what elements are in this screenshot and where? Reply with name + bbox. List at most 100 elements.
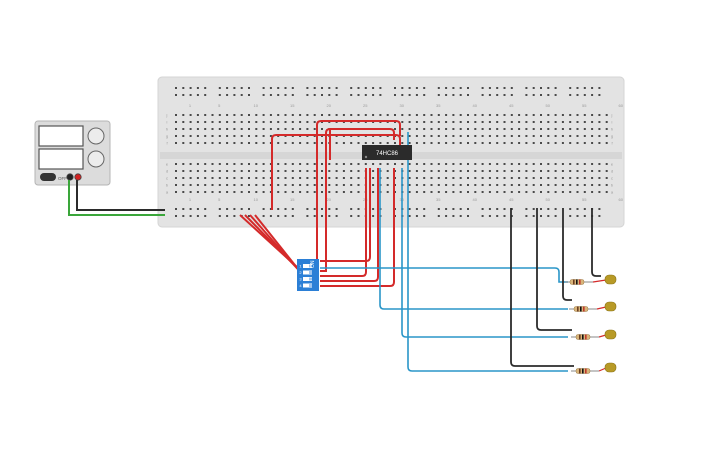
rail-hole [277, 87, 280, 89]
breadboard-hole [569, 135, 572, 137]
breadboard-hole [408, 191, 411, 193]
breadboard-hole [488, 163, 491, 165]
rail-hole [445, 94, 448, 96]
breadboard-hole [335, 142, 338, 144]
breadboard-hole [423, 135, 426, 137]
breadboard-hole [423, 142, 426, 144]
breadboard-hole [525, 128, 528, 130]
breadboard-hole [335, 170, 338, 172]
signal-wire-1 [320, 267, 568, 283]
breadboard-hole [262, 191, 265, 193]
led-2[interactable] [604, 301, 617, 312]
breadboard-hole [262, 121, 265, 123]
breadboard-hole [175, 177, 177, 179]
breadboard-hole [240, 135, 243, 137]
breadboard-hole [437, 128, 440, 130]
breadboard-hole [540, 163, 542, 165]
breadboard-hole [540, 114, 542, 116]
rail-hole [306, 208, 309, 210]
dip-toggle-4[interactable] [303, 283, 312, 288]
led-1[interactable] [604, 274, 617, 285]
breadboard-hole [481, 114, 484, 116]
breadboard-hole [518, 128, 521, 130]
led-3[interactable] [604, 329, 617, 340]
breadboard-hole [503, 191, 506, 193]
rail-hole [182, 208, 185, 210]
breadboard-hole [423, 177, 426, 179]
breadboard-hole [576, 170, 579, 172]
breadboard-hole [394, 114, 396, 116]
rail-hole [437, 215, 440, 217]
rail-hole [321, 208, 323, 210]
power-supply: OFF [34, 120, 111, 186]
power-button[interactable] [40, 173, 56, 181]
breadboard-hole [598, 128, 601, 130]
breadboard-hole [357, 142, 360, 144]
breadboard-hole [379, 142, 382, 144]
signal-wire-4 [407, 132, 568, 372]
rail-hole [284, 208, 287, 210]
breadboard-hole [255, 177, 258, 179]
breadboard-hole [503, 170, 506, 172]
led-4[interactable] [604, 362, 617, 373]
rail-hole [408, 87, 411, 89]
breadboard-hole [386, 163, 389, 165]
dip-toggle-1[interactable] [303, 264, 312, 268]
breadboard-hole [175, 184, 177, 186]
breadboard-hole [467, 163, 469, 165]
breadboard-hole [394, 142, 396, 144]
breadboard-hole [350, 170, 353, 172]
breadboard-hole [452, 163, 455, 165]
breadboard-hole [248, 170, 250, 172]
breadboard-hole [467, 128, 469, 130]
breadboard-hole [364, 114, 367, 116]
breadboard-hole [226, 128, 229, 130]
rail-hole [328, 215, 331, 217]
breadboard-hole [269, 128, 272, 130]
rail-hole [277, 215, 280, 217]
rail-hole [467, 87, 469, 89]
breadboard-hole [496, 114, 499, 116]
breadboard-hole [226, 114, 229, 116]
row-letter: i [612, 120, 613, 125]
dip-toggle-2[interactable] [303, 270, 312, 275]
rail-hole [321, 94, 323, 96]
row-letter: d [166, 169, 168, 174]
ground-terminal[interactable] [66, 173, 74, 181]
breadboard-hole [510, 121, 513, 123]
breadboard-hole [474, 142, 477, 144]
column-number: 55 [582, 197, 587, 202]
breadboard-hole [408, 142, 411, 144]
breadboard-hole [291, 191, 294, 193]
voltage-knob[interactable] [87, 127, 105, 145]
breadboard-hole [540, 191, 542, 193]
breadboard-hole [576, 177, 579, 179]
rail-hole [459, 87, 462, 89]
rail-hole [313, 94, 316, 96]
breadboard-hole [328, 163, 331, 165]
dip-toggle-3[interactable] [303, 277, 312, 281]
rail-hole [182, 87, 185, 89]
chip-label: 74HC86 [376, 151, 399, 157]
power-button-label: OFF [58, 176, 67, 181]
breadboard-hole [452, 191, 455, 193]
breadboard-hole [189, 114, 192, 116]
ic-chip[interactable]: 74HC86 [362, 145, 412, 160]
current-knob[interactable] [87, 150, 105, 168]
column-number: 45 [509, 197, 514, 202]
breadboard-hole [518, 142, 521, 144]
rail-hole [240, 208, 243, 210]
breadboard-hole [386, 142, 389, 144]
column-number: 45 [509, 103, 514, 108]
breadboard-hole [269, 135, 272, 137]
breadboard-hole [386, 114, 389, 116]
breadboard-hole [284, 128, 287, 130]
breadboard-hole [518, 121, 521, 123]
breadboard-hole [269, 114, 272, 116]
rail-hole [452, 87, 455, 89]
positive-terminal[interactable] [74, 173, 82, 181]
rail-hole [233, 215, 236, 217]
rail-hole [583, 208, 586, 210]
rail-hole [408, 94, 411, 96]
